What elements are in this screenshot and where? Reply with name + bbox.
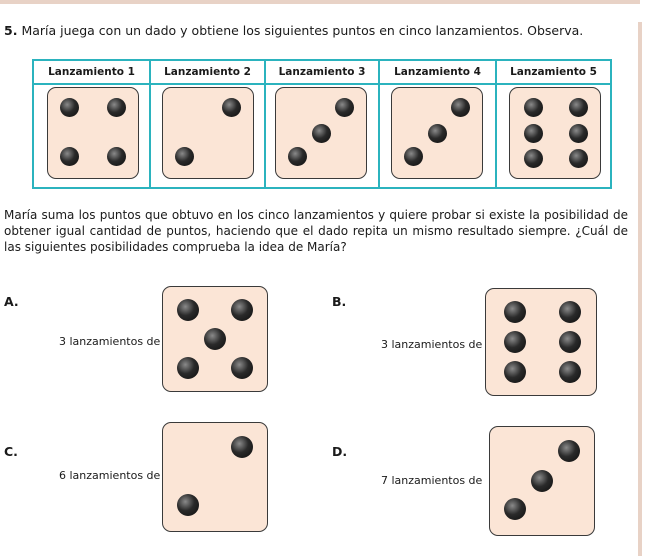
die-pip xyxy=(531,470,553,492)
die-throw-2 xyxy=(162,87,254,179)
die-pip xyxy=(204,328,226,350)
die-pip xyxy=(451,98,470,117)
die-throw-4 xyxy=(391,87,483,179)
option-c-letter: C. xyxy=(4,444,18,459)
die-pip xyxy=(177,299,199,321)
option-d-text: 7 lanzamientos de xyxy=(381,474,483,487)
problem-paragraph: María suma los puntos que obtuvo en los … xyxy=(4,208,628,254)
die-pip xyxy=(524,149,543,168)
option-a-die[interactable] xyxy=(162,286,268,392)
option-d-die[interactable] xyxy=(489,426,595,536)
option-b-letter: B. xyxy=(332,294,347,309)
table-header-cell: Lanzamiento 1 xyxy=(34,61,151,83)
throws-table: Lanzamiento 1 Lanzamiento 2 Lanzamiento … xyxy=(32,59,612,189)
die-pip xyxy=(558,440,580,462)
die-pip xyxy=(559,301,581,323)
die-throw-3 xyxy=(275,87,367,179)
option-b-text: 3 lanzamientos de xyxy=(381,338,483,351)
question-number: 5. xyxy=(4,23,18,38)
option-d-letter: D. xyxy=(332,444,348,459)
question-title: 5.María juega con un dado y obtiene los … xyxy=(4,23,583,39)
die-pip xyxy=(335,98,354,117)
die-pip xyxy=(428,124,447,143)
table-header-cell: Lanzamiento 5 xyxy=(510,66,597,78)
die-pip xyxy=(404,147,423,166)
die-pip xyxy=(107,147,126,166)
die-pip xyxy=(288,147,307,166)
die-pip xyxy=(569,124,588,143)
option-a-text: 3 lanzamientos de xyxy=(59,335,161,348)
die-pip xyxy=(60,147,79,166)
die-pip xyxy=(231,357,253,379)
die-pip xyxy=(312,124,331,143)
question-statement: María juega con un dado y obtiene los si… xyxy=(21,23,584,38)
die-pip xyxy=(231,299,253,321)
table-header-cell: Lanzamiento 2 xyxy=(151,61,266,83)
table-cell-throw-1 xyxy=(34,85,151,187)
table-cell-throw-2 xyxy=(151,85,266,187)
table-header-cell: Lanzamiento 3 xyxy=(266,61,380,83)
table-header-cell: Lanzamiento 4 xyxy=(380,61,497,83)
die-pip xyxy=(524,124,543,143)
side-rule xyxy=(638,22,642,556)
die-pip xyxy=(177,357,199,379)
die-pip xyxy=(60,98,79,117)
option-b-die[interactable] xyxy=(485,288,597,396)
option-c-die[interactable] xyxy=(162,422,268,532)
table-cell-throw-4 xyxy=(380,85,497,187)
die-pip xyxy=(504,301,526,323)
die-pip xyxy=(524,98,543,117)
die-pip xyxy=(177,494,199,516)
die-pip xyxy=(504,498,526,520)
die-pip xyxy=(569,149,588,168)
die-pip xyxy=(504,361,526,383)
die-pip xyxy=(231,436,253,458)
table-cell-throw-3 xyxy=(266,85,380,187)
die-throw-1 xyxy=(47,87,139,179)
table-header-row: Lanzamiento 1 Lanzamiento 2 Lanzamiento … xyxy=(34,61,610,85)
die-pip xyxy=(107,98,126,117)
die-pip xyxy=(175,147,194,166)
top-rule xyxy=(0,0,640,4)
die-pip xyxy=(222,98,241,117)
option-c-text: 6 lanzamientos de xyxy=(59,469,161,482)
die-pip xyxy=(569,98,588,117)
option-a-letter: A. xyxy=(4,294,19,309)
die-pip xyxy=(504,331,526,353)
die-pip xyxy=(559,331,581,353)
die-pip xyxy=(559,361,581,383)
die-throw-5 xyxy=(509,87,601,179)
